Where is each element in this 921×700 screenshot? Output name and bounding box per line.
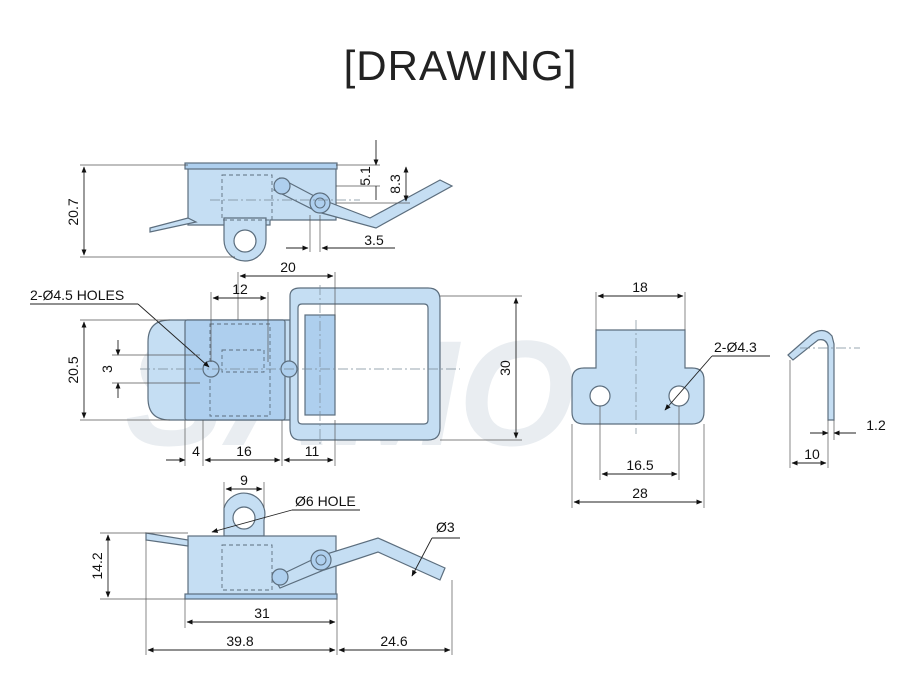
strike-profile-dims: 1.2 10: [789, 360, 886, 468]
side-view: [149, 162, 454, 262]
bottom-view: [145, 492, 446, 600]
dim-side-offset: 3.5: [364, 232, 384, 248]
dim-plate-length: 28: [632, 485, 648, 501]
dim-side-d2: 8.3: [387, 174, 403, 194]
dim-bottom-total: 39.8: [226, 633, 253, 649]
dim-side-d1: 5.1: [357, 166, 373, 186]
dim-bottom-reach: 24.6: [380, 633, 407, 649]
dim-side-height: 20.7: [65, 198, 81, 225]
note-bottom-hole: Ø6 HOLE: [295, 493, 356, 509]
dim-top-length: 20: [280, 259, 296, 275]
strike-profile: [787, 329, 860, 421]
dim-top-small: 3: [99, 365, 115, 373]
strike-plate-dims: 18 2-Ø4.3 16.5 28: [571, 279, 770, 508]
note-plate-holes: 2-Ø4.3: [714, 339, 757, 355]
top-view: [140, 285, 460, 445]
dim-plate-hole-spacing: 16.5: [626, 457, 653, 473]
note-bottom-wire: Ø3: [436, 519, 455, 535]
strike-plate: [571, 320, 705, 434]
dim-bottom-height: 14.2: [89, 552, 105, 579]
dim-top-height: 20.5: [65, 356, 81, 383]
dim-top-b2: 16: [236, 443, 252, 459]
dim-top-spacing: 12: [232, 281, 248, 297]
dim-profile-thickness: 1.2: [866, 417, 886, 433]
dim-plate-width: 18: [632, 279, 648, 295]
dim-top-loop-height: 30: [497, 360, 513, 376]
dim-profile-depth: 10: [804, 446, 820, 462]
top-view-dims: 20 12 2-Ø4.5 HOLES 20.5 3 30 4 16 11: [30, 259, 522, 466]
drawing-title: [DRAWING]: [343, 42, 578, 89]
dim-top-b1: 4: [192, 443, 200, 459]
dim-top-b3: 11: [305, 443, 320, 459]
dim-bottom-base: 31: [254, 605, 270, 621]
side-view-dims: 20.7 5.1 8.3 3.5: [65, 140, 410, 258]
dim-bottom-eye-width: 9: [240, 472, 248, 488]
bottom-view-dims: 9 Ø6 HOLE Ø3 14.2 31 39.8 24.6: [89, 472, 460, 655]
note-top-holes: 2-Ø4.5 HOLES: [30, 287, 124, 303]
